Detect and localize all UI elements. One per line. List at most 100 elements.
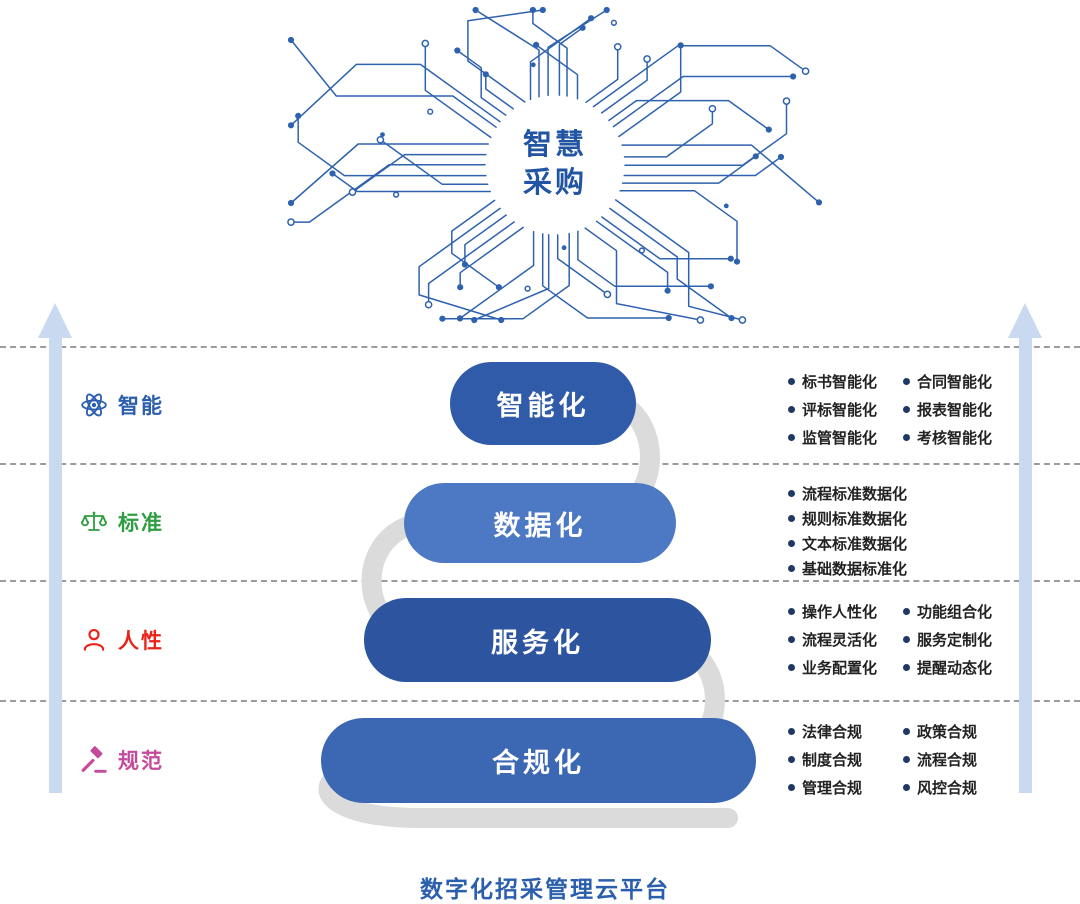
circuit-decoration bbox=[287, 6, 823, 324]
feature-label: 服务定制化 bbox=[917, 631, 993, 649]
feature-column: 操作人性化 流程灵活化 业务配置化 bbox=[788, 602, 903, 677]
feature-item: 制度合规 bbox=[788, 750, 903, 769]
feature-label: 规则标准数据化 bbox=[802, 510, 908, 528]
feature-item: 合同智能化 bbox=[903, 372, 1018, 391]
gavel-icon bbox=[81, 746, 107, 773]
bullet-icon bbox=[788, 539, 795, 547]
feature-item: 提醒动态化 bbox=[903, 658, 1018, 677]
category-norm: 规范 bbox=[80, 745, 164, 775]
feature-column: 功能组合化 服务定制化 提醒动态化 bbox=[903, 602, 1018, 677]
bullet-icon bbox=[788, 755, 795, 763]
feature-item: 报表智能化 bbox=[903, 400, 1018, 419]
up-arrow-left bbox=[49, 336, 62, 793]
feature-list-intelligent: 标书智能化 评标智能化 监管智能化 合同智能化 报表智能化 考核智能化 bbox=[788, 372, 1018, 447]
feature-item: 服务定制化 bbox=[903, 630, 1018, 649]
feature-column: 流程标准数据化 规则标准数据化 文本标准数据化 基础数据标准化 bbox=[788, 484, 948, 578]
feature-item: 规则标准数据化 bbox=[788, 509, 948, 528]
bullet-icon bbox=[788, 489, 795, 497]
bullet-icon bbox=[788, 433, 795, 441]
feature-item: 业务配置化 bbox=[788, 658, 903, 677]
bullet-icon bbox=[903, 783, 910, 791]
feature-item: 法律合规 bbox=[788, 722, 903, 741]
feature-list-service: 操作人性化 流程灵活化 业务配置化 功能组合化 服务定制化 提醒动态化 bbox=[788, 602, 1018, 677]
tier-bar-label: 数据化 bbox=[493, 510, 587, 541]
person-icon bbox=[83, 629, 105, 651]
feature-label: 基础数据标准化 bbox=[802, 560, 908, 578]
category-label: 规范 bbox=[118, 750, 164, 773]
dashed-divider bbox=[0, 580, 1080, 582]
category-standard: 标准 bbox=[80, 507, 164, 537]
bullet-icon bbox=[788, 635, 795, 643]
bullet-icon bbox=[788, 727, 795, 735]
bullet-icon bbox=[903, 433, 910, 441]
feature-label: 政策合规 bbox=[917, 723, 978, 741]
feature-label: 监管智能化 bbox=[802, 429, 878, 447]
feature-label: 合同智能化 bbox=[917, 373, 993, 391]
bullet-icon bbox=[903, 663, 910, 671]
up-arrow-left-head-icon bbox=[38, 303, 72, 338]
bullet-icon bbox=[903, 635, 910, 643]
bullet-icon bbox=[903, 377, 910, 385]
feature-column: 政策合规 流程合规 风控合规 bbox=[903, 722, 1018, 797]
feature-column: 标书智能化 评标智能化 监管智能化 bbox=[788, 372, 903, 447]
feature-item: 流程标准数据化 bbox=[788, 484, 948, 503]
bullet-icon bbox=[788, 564, 795, 572]
up-arrow-right-head-icon bbox=[1008, 303, 1042, 338]
feature-column: 法律合规 制度合规 管理合规 bbox=[788, 722, 903, 797]
feature-item: 基础数据标准化 bbox=[788, 559, 948, 578]
hub-circle: 智慧 采购 bbox=[489, 99, 621, 231]
feature-item: 流程灵活化 bbox=[788, 630, 903, 649]
bullet-icon bbox=[788, 607, 795, 615]
feature-list-compliance: 法律合规 制度合规 管理合规 政策合规 流程合规 风控合规 bbox=[788, 722, 1018, 797]
up-arrow-right bbox=[1019, 336, 1032, 793]
scale-icon bbox=[80, 511, 108, 531]
dashed-divider bbox=[0, 346, 1080, 348]
page-title: 数字化招采管理云平台 bbox=[420, 876, 670, 902]
bullet-icon bbox=[788, 514, 795, 522]
feature-item: 流程合规 bbox=[903, 750, 1018, 769]
feature-item: 标书智能化 bbox=[788, 372, 903, 391]
tier-bar-label: 合规化 bbox=[492, 748, 585, 778]
feature-item: 风控合规 bbox=[903, 778, 1018, 797]
feature-label: 制度合规 bbox=[802, 751, 863, 769]
feature-label: 提醒动态化 bbox=[917, 659, 993, 677]
feature-label: 操作人性化 bbox=[802, 603, 878, 621]
feature-label: 业务配置化 bbox=[802, 659, 878, 677]
feature-label: 功能组合化 bbox=[917, 603, 993, 621]
tier-bar-service: 服务化 bbox=[364, 598, 711, 682]
feature-label: 管理合规 bbox=[802, 779, 863, 797]
tier-bar-label: 服务化 bbox=[491, 627, 584, 658]
feature-item: 考核智能化 bbox=[903, 428, 1018, 447]
category-intelligence: 智能 bbox=[80, 390, 164, 420]
feature-label: 标书智能化 bbox=[802, 373, 878, 391]
feature-label: 风控合规 bbox=[917, 779, 978, 797]
hub-title-line2: 采购 bbox=[522, 167, 587, 199]
bullet-icon bbox=[788, 377, 795, 385]
feature-label: 报表智能化 bbox=[917, 401, 993, 419]
feature-item: 管理合规 bbox=[788, 778, 903, 797]
category-label: 人性 bbox=[118, 630, 164, 653]
feature-label: 流程标准数据化 bbox=[802, 485, 908, 503]
bullet-icon bbox=[903, 405, 910, 413]
tier-bar-data: 数据化 bbox=[404, 483, 676, 563]
dashed-divider bbox=[0, 463, 1080, 465]
atom-icon bbox=[81, 393, 107, 417]
category-label: 标准 bbox=[118, 512, 164, 535]
feature-label: 流程合规 bbox=[917, 751, 978, 769]
feature-column: 合同智能化 报表智能化 考核智能化 bbox=[903, 372, 1018, 447]
feature-item: 操作人性化 bbox=[788, 602, 903, 621]
feature-item: 监管智能化 bbox=[788, 428, 903, 447]
feature-item: 文本标准数据化 bbox=[788, 534, 948, 553]
feature-item: 评标智能化 bbox=[788, 400, 903, 419]
feature-label: 文本标准数据化 bbox=[802, 535, 908, 553]
bullet-icon bbox=[903, 607, 910, 615]
dashed-divider bbox=[0, 700, 1080, 702]
tier-bar-intelligent: 智能化 bbox=[450, 362, 636, 445]
bullet-icon bbox=[788, 405, 795, 413]
feature-label: 法律合规 bbox=[802, 723, 863, 741]
tier-bar-compliance: 合规化 bbox=[321, 718, 756, 803]
feature-item: 功能组合化 bbox=[903, 602, 1018, 621]
category-human: 人性 bbox=[80, 625, 164, 655]
bullet-icon bbox=[788, 783, 795, 791]
